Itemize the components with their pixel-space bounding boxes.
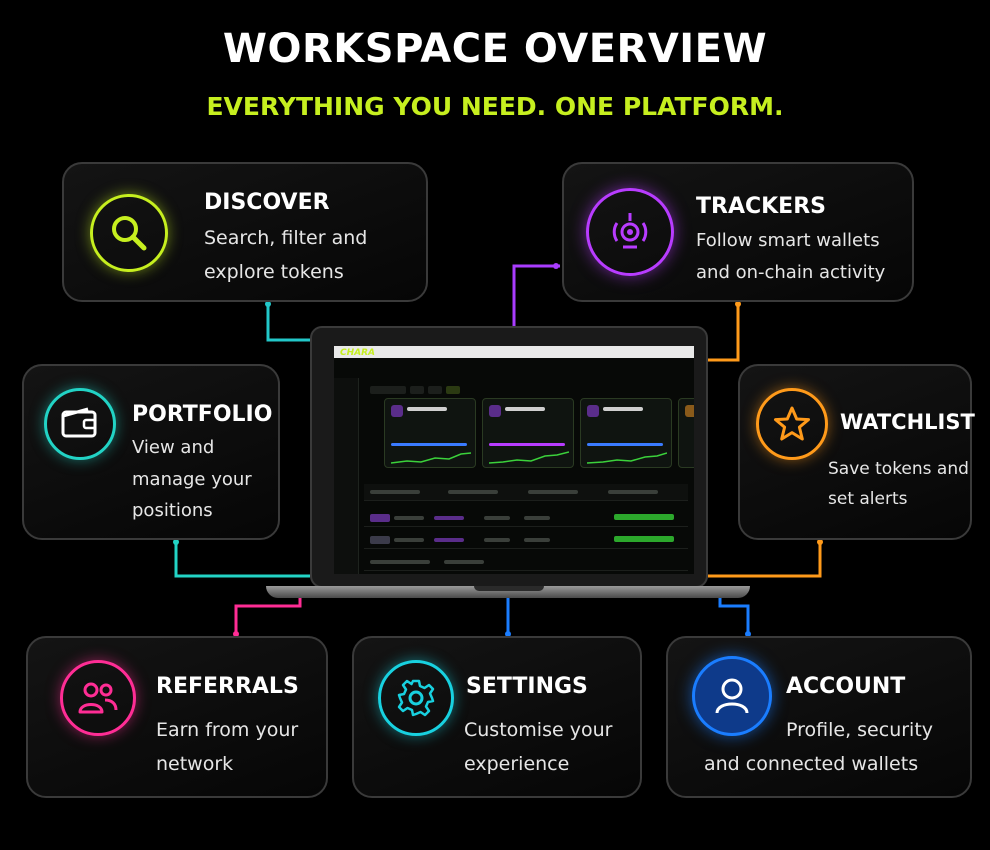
watchlist-card[interactable]: WATCHLIST Save tokens and set alerts [738,364,975,540]
referrals-description-line-1: Earn from your [156,719,299,741]
search-icon [90,194,168,272]
trackers-title: TRACKERS [696,194,826,219]
page-title: WORKSPACE OVERVIEW [222,26,768,72]
token-card [384,398,476,468]
wallet-icon [44,388,116,460]
discover-card[interactable]: DISCOVER Search, filter and explore toke… [62,162,428,302]
discover-description-line-1: Search, filter and [204,227,368,249]
trackers-card[interactable]: TRACKERS Follow smart wallets and on-cha… [562,162,914,302]
settings-description-line-2: experience [464,753,570,775]
user-icon [692,656,772,736]
referrals-title: REFERRALS [156,674,299,699]
laptop-notch [474,586,544,591]
trackers-description-line-1: Follow smart wallets [696,230,880,251]
portfolio-title: PORTFOLIO [132,402,273,427]
account-description-line-2: and connected wallets [704,753,919,775]
settings-card[interactable]: SETTINGS Customise your experience [352,636,642,798]
token-card [580,398,672,468]
portfolio-description-line-3: positions [132,500,213,521]
portfolio-description-line-2: manage your [132,469,252,490]
laptop: CHARA [310,326,708,588]
filter-chip [410,386,424,394]
watchlist-description-line-1: Save tokens and [828,459,969,479]
laptop-base [266,586,750,598]
app-logo: CHARA [340,348,375,358]
discover-title: DISCOVER [204,190,330,215]
table-row [364,532,688,549]
token-card [678,398,694,468]
token-card [482,398,574,468]
filter-chip [428,386,442,394]
table-row [364,510,688,527]
account-card[interactable]: ACCOUNT Profile, security and connected … [666,636,972,798]
watchlist-title: WATCHLIST [840,410,975,434]
star-icon [756,388,828,460]
app-topbar [334,346,694,358]
gear-icon [378,660,454,736]
app-sidebar [334,378,359,574]
settings-title: SETTINGS [466,674,588,699]
table-row [364,554,688,571]
filter-chip [446,386,460,394]
settings-description-line-1: Customise your [464,719,613,741]
token-table-header [364,484,688,501]
portfolio-description-line-1: View and [132,437,215,458]
discover-description-line-2: explore tokens [204,261,344,283]
trackers-description-line-2: and on-chain activity [696,262,886,283]
referrals-card[interactable]: REFERRALS Earn from your network [26,636,328,798]
radar-icon [586,188,674,276]
watchlist-description-line-2: set alerts [828,489,908,509]
account-title: ACCOUNT [786,674,906,699]
referrals-description-line-2: network [156,753,234,775]
filter-chip [370,386,406,394]
account-description-line-1: Profile, security [786,719,934,741]
page-subtitle: EVERYTHING YOU NEED. ONE PLATFORM. [206,92,784,121]
users-icon [60,660,136,736]
portfolio-card[interactable]: PORTFOLIO View and manage your positions [22,364,280,540]
laptop-screen: CHARA [334,346,694,574]
